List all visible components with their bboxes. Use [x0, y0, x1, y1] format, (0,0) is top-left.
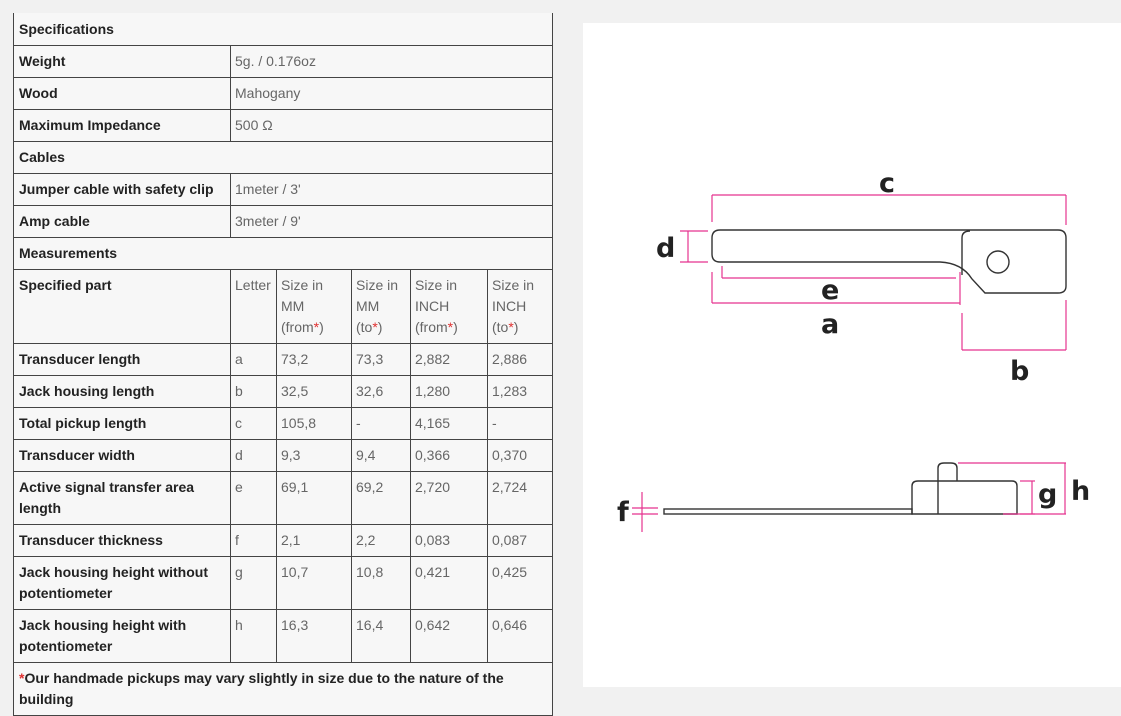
- dimension-diagram-panel: [583, 23, 1121, 687]
- cell-in-from: 0,083: [410, 524, 488, 557]
- section-measurements: Measurements: [13, 237, 553, 270]
- header-text: Size in INCH (from: [415, 277, 458, 335]
- asterisk: *: [313, 319, 320, 335]
- cell-part: Transducer length: [13, 343, 231, 376]
- label-f: f: [617, 497, 629, 528]
- cell-in-from: 0,366: [410, 439, 488, 472]
- paren: ): [377, 319, 383, 335]
- measurement-row: Jack housing height without potentiomete…: [13, 556, 553, 610]
- paren: ): [513, 319, 519, 335]
- cell-part: Total pickup length: [13, 407, 231, 440]
- cell-in-to: 0,425: [487, 556, 553, 610]
- row-value: 1meter / 3': [230, 173, 553, 206]
- label-d: d: [656, 233, 675, 264]
- header-mm-from: Size in MM (from*): [276, 269, 352, 344]
- asterisk: *: [19, 670, 25, 686]
- cell-in-to: 2,724: [487, 471, 553, 525]
- cell-mm-to: 32,6: [351, 375, 411, 408]
- paren: ): [319, 319, 324, 335]
- section-cables: Cables: [13, 141, 553, 174]
- pickup-dimension-diagram: c d e a b f g h: [617, 168, 1090, 532]
- label-c: c: [879, 168, 895, 199]
- cell-in-from: 2,720: [410, 471, 488, 525]
- cell-letter: g: [230, 556, 277, 610]
- header-inch-from: Size in INCH (from*): [410, 269, 488, 344]
- cell-letter: a: [230, 343, 277, 376]
- asterisk: *: [508, 319, 514, 335]
- dimension-lines: [632, 194, 1067, 532]
- label-a: a: [821, 309, 839, 340]
- cell-in-to: 0,087: [487, 524, 553, 557]
- row-label: Jumper cable with safety clip: [13, 173, 231, 206]
- row-label: Weight: [13, 45, 231, 78]
- header-text: Size in INCH (to: [492, 277, 535, 335]
- section-specifications: Specifications: [13, 13, 553, 46]
- cell-in-from: 4,165: [410, 407, 488, 440]
- header-text: Size in MM (to: [356, 277, 399, 335]
- cell-mm-from: 73,2: [276, 343, 352, 376]
- cell-in-to: -: [487, 407, 553, 440]
- measurements-header-row: Specified part Letter Size in MM (from*)…: [13, 269, 553, 344]
- pickup-outline: [663, 229, 1067, 515]
- cell-in-from: 0,421: [410, 556, 488, 610]
- cell-letter: h: [230, 609, 277, 663]
- cell-part: Transducer width: [13, 439, 231, 472]
- cell-part: Active signal transfer area length: [13, 471, 231, 525]
- label-b: b: [1010, 356, 1029, 387]
- label-e: e: [821, 275, 839, 306]
- cell-part: Transducer thickness: [13, 524, 231, 557]
- cell-in-to: 0,646: [487, 609, 553, 663]
- paren: ): [453, 319, 458, 335]
- cell-mm-from: 32,5: [276, 375, 352, 408]
- row-value: 5g. / 0.176oz: [230, 45, 553, 78]
- cell-mm-from: 69,1: [276, 471, 352, 525]
- cell-in-from: 2,882: [410, 343, 488, 376]
- label-g: g: [1038, 479, 1057, 510]
- row-label: Amp cable: [13, 205, 231, 238]
- cell-part: Jack housing height without potentiomete…: [13, 556, 231, 610]
- cell-mm-to: 73,3: [351, 343, 411, 376]
- cell-mm-from: 9,3: [276, 439, 352, 472]
- row-value: 3meter / 9': [230, 205, 553, 238]
- label-h: h: [1071, 476, 1090, 507]
- row-value: Mahogany: [230, 77, 553, 110]
- asterisk: *: [447, 319, 454, 335]
- header-part: Specified part: [13, 269, 231, 344]
- cell-in-to: 0,370: [487, 439, 553, 472]
- cell-letter: c: [230, 407, 277, 440]
- asterisk: *: [372, 319, 378, 335]
- cell-part: Jack housing height with potentiometer: [13, 609, 231, 663]
- header-text: Size in MM (from: [281, 277, 324, 335]
- cell-mm-to: -: [351, 407, 411, 440]
